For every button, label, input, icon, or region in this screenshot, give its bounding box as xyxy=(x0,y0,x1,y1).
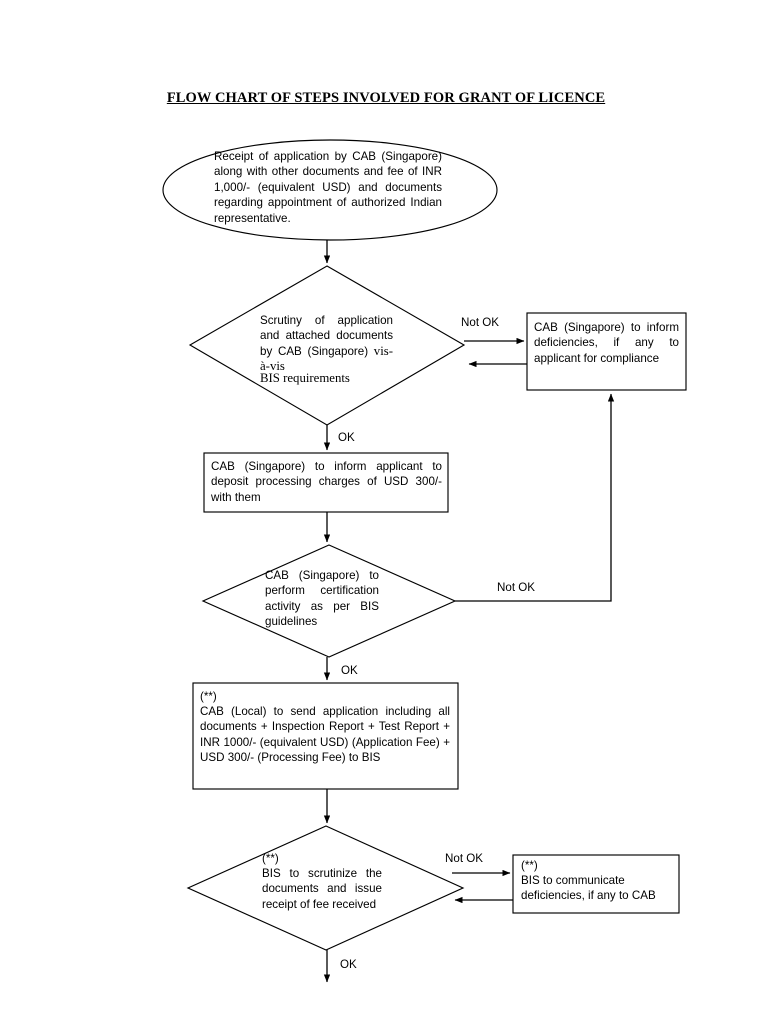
decision-certification-shape xyxy=(201,544,457,658)
decision-scrutiny-text-sans: Scrutiny of application and attached doc… xyxy=(260,314,393,358)
decision-bis-scrutinize-marker: (**) xyxy=(262,852,279,865)
box-processing-charges-shape xyxy=(203,452,449,513)
box-processing-charges-text: CAB (Singapore) to inform applicant to d… xyxy=(211,460,442,504)
edge-label-certification-ok: OK xyxy=(341,664,358,677)
start-oval-text: Receipt of application by CAB (Singapore… xyxy=(214,150,442,225)
edge-label-bis-ok: OK xyxy=(340,958,357,971)
decision-bis-scrutinize-shape xyxy=(186,825,465,951)
edge-label-certification-not-ok: Not OK xyxy=(497,581,536,594)
connector-certification-not-ok xyxy=(455,393,615,602)
box-bis-communicate-marker: (**) xyxy=(521,859,538,872)
decision-scrutiny-text-visavis: vis-à-vis xyxy=(260,343,393,374)
box-send-application-marker: (**) xyxy=(200,690,217,703)
start-oval-shape xyxy=(162,139,498,241)
box-bis-communicate-text: BIS to communicate deficiencies, if any … xyxy=(521,874,656,903)
box-send-application-text: CAB (Local) to send application includin… xyxy=(200,705,450,765)
decision-scrutiny-text: Scrutiny of application and attached doc… xyxy=(260,313,393,375)
edge-label-scrutiny-ok: OK xyxy=(338,431,355,444)
page-title: FLOW CHART OF STEPS INVOLVED FOR GRANT O… xyxy=(166,90,606,106)
decision-scrutiny-text-bis: BIS requirements xyxy=(260,371,350,385)
decision-certification-text: CAB (Singapore) to perform certification… xyxy=(265,569,379,629)
edge-label-scrutiny-not-ok: Not OK xyxy=(461,316,500,329)
decision-bis-scrutinize-text: BIS to scrutinize the documents and issu… xyxy=(262,867,382,911)
box-bis-communicate-shape xyxy=(512,854,680,914)
box-deficiencies-text: CAB (Singapore) to inform deficiencies, … xyxy=(534,321,679,365)
box-deficiencies-shape xyxy=(526,312,687,391)
edge-label-bis-not-ok: Not OK xyxy=(445,852,484,865)
box-send-application-shape xyxy=(192,682,459,790)
